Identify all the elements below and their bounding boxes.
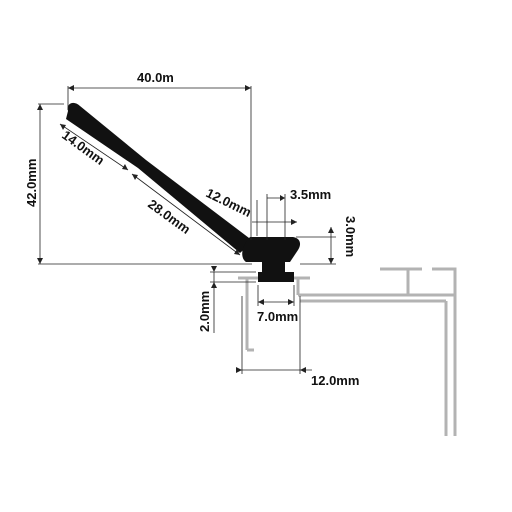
rail-tee-right [432, 267, 457, 436]
dim-stem-width: 7.0mm [257, 309, 298, 324]
dimension-lines [37, 85, 336, 374]
insert-stem [258, 262, 294, 282]
dim-width-top: 40.0m [137, 70, 174, 85]
dim-channel-width: 12.0mm [311, 373, 359, 388]
dim-tip-offset: 3.5mm [290, 187, 331, 202]
dim-height-left: 42.0mm [24, 159, 39, 207]
carrier-rail [238, 267, 457, 436]
rail-tee-left [380, 267, 422, 295]
insert-head [242, 237, 301, 262]
dim-stem-depth: 2.0mm [197, 291, 212, 332]
rubber-insert-profile [66, 102, 301, 282]
insert-arm [66, 102, 253, 253]
dim-head-height: 3.0mm [343, 216, 358, 257]
